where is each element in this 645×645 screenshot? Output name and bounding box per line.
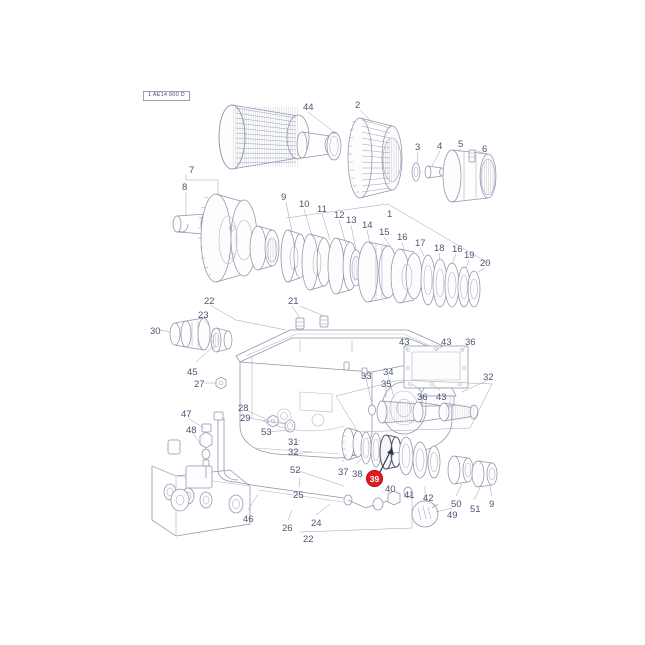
top-input-shaft-group [218, 104, 497, 203]
callout-number: 20 [480, 258, 491, 269]
callout-number: 2 [355, 100, 361, 111]
part-4-bolt [424, 165, 445, 179]
callout-number: 30 [150, 326, 161, 337]
callout-number: 19 [464, 250, 475, 261]
callout-number: 46 [243, 514, 254, 525]
callout-number: 31 [288, 437, 299, 448]
mainshaft-clutch-group [172, 193, 481, 308]
valve-block-group [151, 423, 413, 537]
callout-number: 53 [261, 427, 272, 438]
part-5-coupler [442, 149, 497, 203]
part-44-snapring [326, 131, 342, 161]
callout-number: 12 [334, 210, 345, 221]
callout-number: 28 [238, 403, 249, 414]
callout-number: 6 [482, 144, 488, 155]
callout-number: 34 [383, 367, 394, 378]
part-code-label: 1 AE14 600 D [143, 91, 190, 101]
callout-number: 22 [204, 296, 215, 307]
callout-number: 38 [352, 469, 363, 480]
callout-number: 36 [465, 337, 476, 348]
callout-number: 32 [288, 447, 299, 458]
callout-number: 15 [379, 227, 390, 238]
callout-number: 1 [387, 209, 393, 220]
clutch-disc-stack [280, 229, 481, 308]
callout-number: 45 [187, 367, 198, 378]
callout-number: 21 [288, 296, 299, 307]
callout-number: 4 [437, 141, 443, 152]
callout-number: 52 [290, 465, 301, 476]
callout-number: 35 [381, 379, 392, 390]
callout-number: 22 [303, 534, 314, 545]
part-2-cluster-gear [347, 117, 403, 199]
callout-number: 14 [362, 220, 373, 231]
callout-number: 29 [240, 413, 251, 424]
callout-number: 43 [399, 337, 410, 348]
callout-number: 18 [434, 243, 445, 254]
callout-number: 40 [385, 484, 396, 495]
lower-shaft-assembly [341, 427, 498, 528]
callout-number: 25 [293, 490, 304, 501]
callout-number: 33 [361, 371, 372, 382]
callout-number: 32 [483, 372, 494, 383]
callout-number: 9 [489, 499, 495, 510]
callout-number: 10 [299, 199, 310, 210]
callout-number: 16 [452, 244, 463, 255]
callout-number: 48 [186, 425, 197, 436]
callout-number: 24 [311, 518, 322, 529]
callout-number: 43 [441, 337, 452, 348]
callout-number: 26 [282, 523, 293, 534]
callout-number: 47 [181, 409, 192, 420]
callout-number: 23 [198, 310, 209, 321]
callout-number: 5 [458, 139, 464, 150]
callout-leaders [159, 109, 493, 521]
callout-number: 49 [447, 510, 458, 521]
callout-number: 7 [189, 165, 195, 176]
callout-number: 27 [194, 379, 205, 390]
callout-number: 41 [404, 490, 415, 501]
pump-drive-group [169, 317, 353, 506]
callout-number: 8 [182, 182, 188, 193]
part-7-main-gear [198, 193, 258, 283]
pto-shaft-group [335, 379, 493, 433]
callout-number: 37 [338, 467, 349, 478]
callout-number: 50 [451, 499, 462, 510]
callout-number: 13 [346, 215, 357, 226]
callout-number: 44 [303, 102, 314, 113]
callout-number: 51 [470, 504, 481, 515]
part-3-washer [411, 162, 421, 182]
callout-number: 43 [436, 392, 447, 403]
part-6-pin [468, 149, 476, 163]
callout-number: 3 [415, 142, 421, 153]
highlighted-part-badge[interactable]: 39 [366, 470, 383, 487]
callout-number: 42 [423, 493, 434, 504]
callout-number: 16 [397, 232, 408, 243]
callout-number: 17 [415, 238, 426, 249]
cover-plate-group [403, 345, 469, 407]
callout-number: 11 [317, 204, 327, 215]
callout-number: 36 [417, 392, 428, 403]
callout-number: 9 [281, 192, 287, 203]
